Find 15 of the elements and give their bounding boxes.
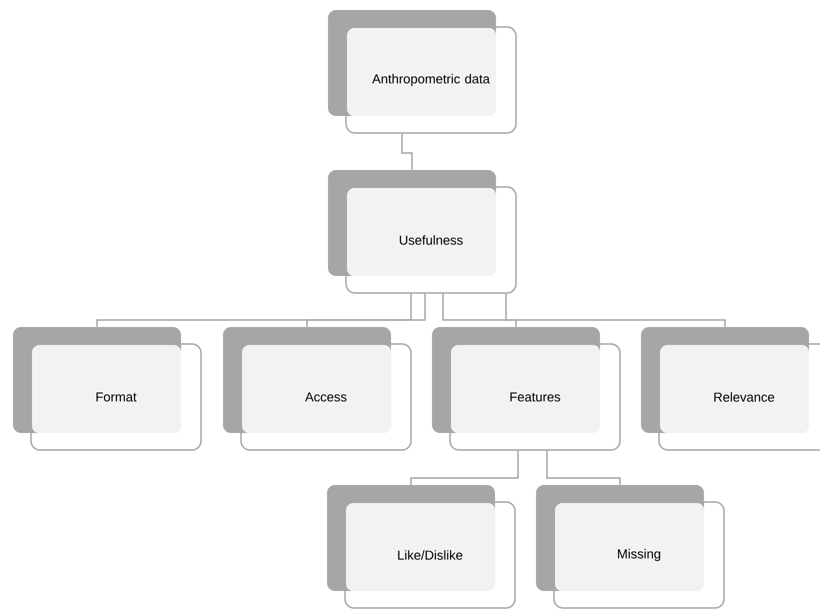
node-box: Features [432, 327, 621, 451]
node-box: Relevance [641, 327, 820, 451]
node-box: Like/Dislike [327, 485, 516, 609]
node-box: Access [223, 327, 412, 451]
node-box: Usefulness [328, 170, 517, 294]
connector-line [505, 294, 726, 327]
connector-line [96, 294, 412, 327]
connector-line [401, 134, 413, 170]
node-box: Missing [536, 485, 725, 609]
connector-line [546, 450, 621, 485]
node-box: Anthropometric data [328, 10, 517, 134]
node-box: Format [13, 327, 202, 451]
connector-line [306, 294, 426, 327]
connector-line [442, 294, 517, 327]
connector-line [410, 450, 519, 485]
